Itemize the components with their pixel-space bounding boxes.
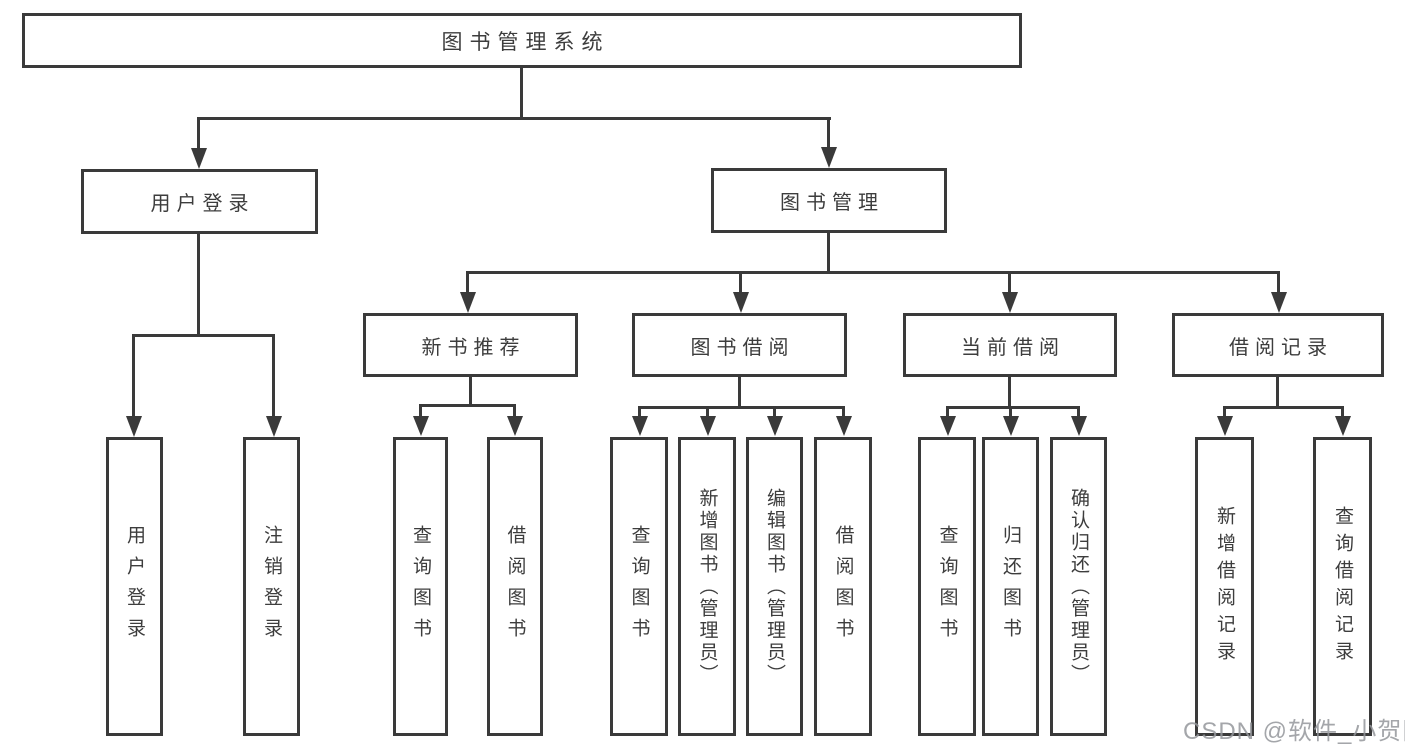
node-current-borrow: 当前借阅 bbox=[903, 313, 1117, 377]
connector-root-rail bbox=[197, 117, 831, 120]
node-borrow-records: 借阅记录 bbox=[1172, 313, 1384, 377]
connector-br-rail bbox=[1223, 406, 1344, 409]
node-book-management-label: 图书管理 bbox=[780, 192, 884, 214]
connector-drop-nbr-borrow bbox=[513, 404, 516, 417]
leaf-bb-borrow-books: 借阅图书 bbox=[814, 437, 872, 736]
arrow-down-bb-add bbox=[700, 416, 716, 436]
arrow-down-current-borrow bbox=[1002, 292, 1018, 313]
leaf-nbr-query-books: 查询图书 bbox=[393, 437, 448, 736]
arrow-down-leaf-login bbox=[126, 416, 142, 437]
node-user-login-label: 用户登录 bbox=[150, 193, 255, 215]
leaf-br-query-record: 查询借阅记录 bbox=[1313, 437, 1372, 736]
connector-drop-current-borrow bbox=[1008, 271, 1011, 293]
leaf-cb-confirm-return-admin: 确认归还（管理员） bbox=[1050, 437, 1107, 736]
leaf-br-add-record: 新增借阅记录 bbox=[1195, 437, 1254, 736]
connector-drop-cb-return bbox=[1009, 406, 1012, 417]
arrow-down-book-borrow bbox=[733, 292, 749, 313]
node-new-book-recommend: 新书推荐 bbox=[363, 313, 578, 377]
arrow-down-leaf-logout bbox=[266, 416, 282, 437]
node-current-borrow-label: 当前借阅 bbox=[961, 336, 1065, 359]
arrow-down-borrow-records bbox=[1271, 292, 1287, 313]
arrow-down-nbr-query bbox=[413, 416, 429, 436]
node-new-book-recommend-label: 新书推荐 bbox=[421, 336, 526, 359]
node-borrow-records-label: 借阅记录 bbox=[1229, 336, 1333, 359]
leaf-cb-return-books: 归还图书 bbox=[982, 437, 1039, 736]
leaf-cb-query-books: 查询图书 bbox=[918, 437, 976, 736]
leaf-bb-edit-books-admin: 编辑图书（管理员） bbox=[746, 437, 803, 736]
arrow-down-bb-edit bbox=[767, 416, 783, 436]
connector-drop-bb-borrow bbox=[842, 406, 845, 417]
connector-drop-leaf-login bbox=[132, 334, 135, 416]
connector-cb-rail bbox=[946, 406, 1080, 409]
arrow-down-cb-query bbox=[940, 416, 956, 436]
node-book-borrow-label: 图书借阅 bbox=[690, 336, 795, 359]
connector-nbr-stem bbox=[469, 377, 472, 406]
connector-drop-leaf-logout bbox=[272, 334, 275, 416]
connector-drop-bb-add bbox=[706, 406, 709, 417]
connector-drop-user-login bbox=[197, 117, 200, 149]
connector-br-stem bbox=[1276, 377, 1279, 409]
arrow-down-br-query bbox=[1335, 416, 1351, 436]
connector-drop-bb-edit bbox=[773, 406, 776, 417]
arrow-down-cb-confirm bbox=[1071, 416, 1087, 436]
connector-drop-bb-query bbox=[638, 406, 641, 417]
leaf-logout: 注销登录 bbox=[243, 437, 300, 736]
connector-user-login-rail bbox=[132, 334, 275, 337]
node-book-management: 图书管理 bbox=[711, 168, 947, 233]
connector-book-mgmt-stem bbox=[827, 233, 830, 274]
connector-drop-cb-confirm bbox=[1077, 406, 1080, 417]
node-root: 图书管理系统 bbox=[22, 13, 1022, 68]
node-user-login: 用户登录 bbox=[81, 169, 318, 234]
connector-drop-new-book-recommend bbox=[466, 271, 469, 293]
leaf-user-login: 用户登录 bbox=[106, 437, 163, 736]
connector-cb-stem bbox=[1008, 377, 1011, 409]
leaf-bb-query-books: 查询图书 bbox=[610, 437, 668, 736]
connector-bb-rail bbox=[638, 406, 844, 409]
connector-drop-br-add bbox=[1223, 406, 1226, 417]
arrow-down-bb-borrow bbox=[836, 416, 852, 436]
arrow-down-br-add bbox=[1217, 416, 1233, 436]
arrow-down-user-login bbox=[191, 148, 207, 169]
connector-drop-nbr-query bbox=[419, 404, 422, 417]
leaf-nbr-borrow-books: 借阅图书 bbox=[487, 437, 543, 736]
connector-bb-stem bbox=[738, 377, 741, 409]
connector-root-stem bbox=[520, 68, 523, 120]
connector-drop-br-query bbox=[1341, 406, 1344, 417]
connector-drop-cb-query bbox=[946, 406, 949, 417]
arrow-down-book-management bbox=[821, 147, 837, 168]
arrow-down-nbr-borrow bbox=[507, 416, 523, 436]
arrow-down-cb-return bbox=[1003, 416, 1019, 436]
connector-nbr-rail bbox=[419, 404, 516, 407]
connector-book-mgmt-rail bbox=[466, 271, 1280, 274]
connector-drop-book-borrow bbox=[739, 271, 742, 293]
arrow-down-new-book-recommend bbox=[460, 292, 476, 313]
connector-user-login-stem bbox=[197, 234, 200, 337]
connector-drop-book-management bbox=[827, 117, 830, 149]
arrow-down-bb-query bbox=[632, 416, 648, 436]
leaf-bb-add-books-admin: 新增图书（管理员） bbox=[678, 437, 736, 736]
node-root-label: 图书管理系统 bbox=[441, 30, 610, 54]
node-book-borrow: 图书借阅 bbox=[632, 313, 847, 377]
connector-drop-borrow-records bbox=[1277, 271, 1280, 293]
